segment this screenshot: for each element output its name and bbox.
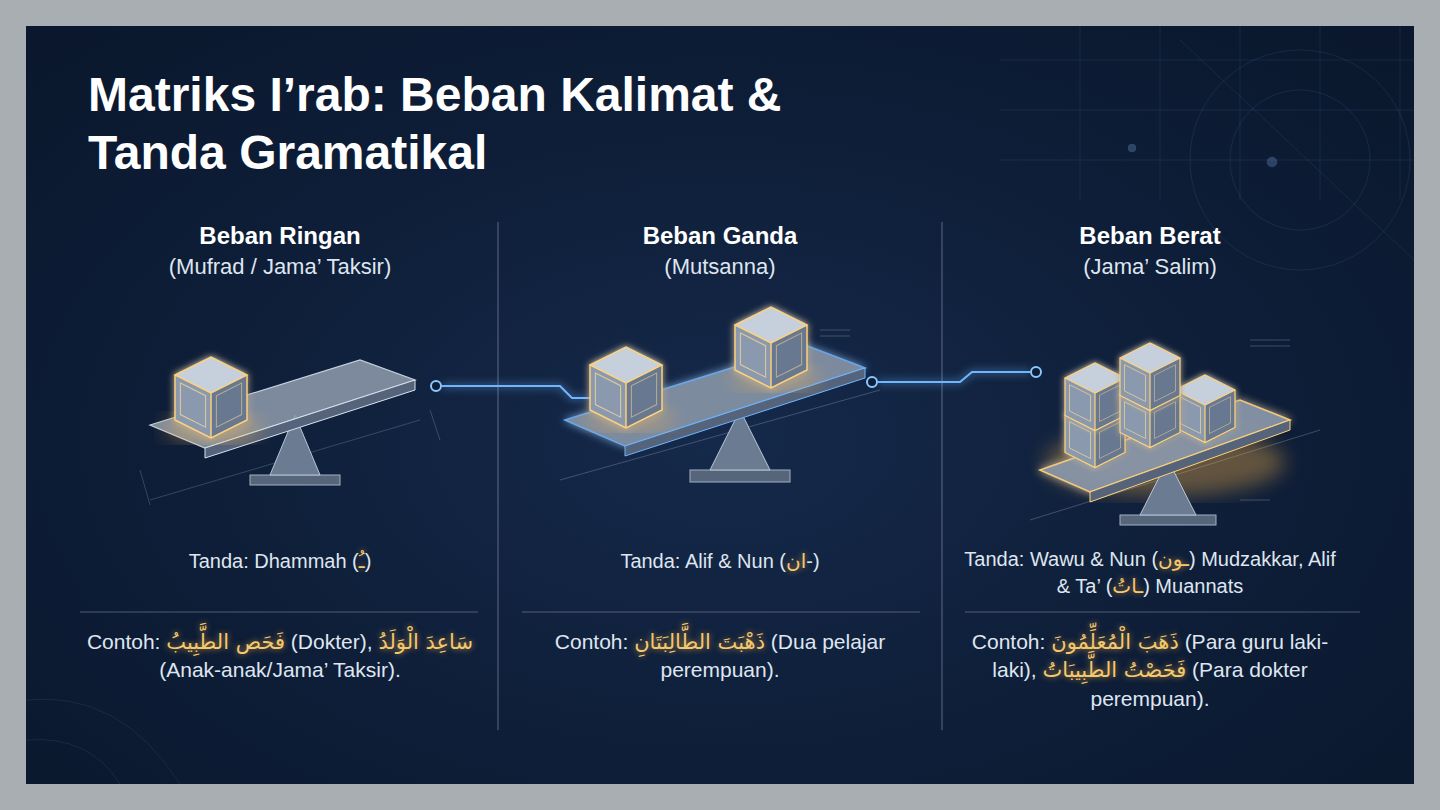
title: Matriks I’rab: Beban Kalimat & Tanda Gra…	[88, 66, 888, 181]
column-heading: Beban Berat	[940, 220, 1360, 252]
mark-text: Tanda: Dhammah (ـُ)	[70, 548, 490, 575]
arabic-example: فَحَص الطَّبِيبُ	[166, 630, 285, 654]
column-subheading: (Mutsanna)	[510, 252, 930, 282]
column-subheading: (Mufrad / Jama’ Taksir)	[70, 252, 490, 282]
arabic-example: ذَهْبَتَ الطَّالِبَتَانِ	[634, 630, 765, 654]
arabic-example: ـون	[1158, 547, 1189, 571]
arabic-example: ـُ	[359, 549, 365, 573]
mark-text: Tanda: Alif & Nun (ان-)	[510, 548, 930, 575]
example-text: Contoh: ذَهْبَتَ الطَّالِبَتَانِ (Dua pe…	[540, 628, 900, 685]
example-text: Contoh: فَحَص الطَّبِيبُ (Dokter), سَاعِ…	[75, 628, 485, 685]
arabic-example: فَحَصْتُ الطَّبِيبَاتُ	[1043, 658, 1187, 682]
arabic-example: ذَهَبَ الْمُعَلِّمُونَ	[1051, 630, 1179, 654]
example-text: Contoh: ذَهَبَ الْمُعَلِّمُونَ (Para gur…	[950, 628, 1350, 713]
column-heading: Beban Ganda	[510, 220, 930, 252]
mark-text: Tanda: Wawu & Nun (ـون) Mudzakkar, Alif …	[960, 546, 1340, 600]
column-subheading: (Jama’ Salim)	[940, 252, 1360, 282]
column-heading: Beban Ringan	[70, 220, 490, 252]
arabic-example: ـاتُ	[1112, 574, 1143, 598]
arabic-example: سَاعِدَ الْوَلَدُ	[378, 630, 473, 654]
arabic-example: ان	[786, 549, 806, 573]
